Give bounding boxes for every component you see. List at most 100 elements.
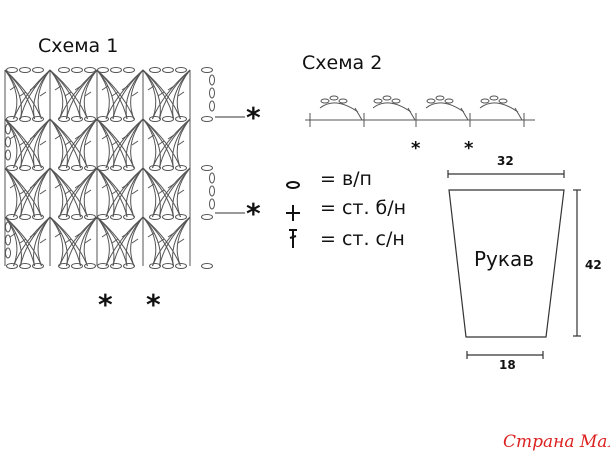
yarn-over-mark [84,140,92,146]
double-crochet [83,167,98,218]
yarn-over-mark [84,238,92,244]
double-crochet [66,216,98,267]
chain-stitch [149,67,161,73]
yarn-over-mark [131,140,139,146]
legend-single-crochet: = ст. б/н [320,197,407,219]
yarn-over-mark [177,91,185,97]
chain-stitch [338,98,348,104]
chain-stitch [175,263,187,269]
height-dimension [573,189,581,337]
yarn-over-mark [167,134,175,140]
chain-stitch [175,67,187,73]
chain-stitch [32,263,44,269]
chain-stitch [84,263,96,269]
yarn-over-mark [157,189,165,195]
chain-stitch [5,136,11,148]
chain-stitch [175,214,187,220]
yarn-over-mark [54,183,62,189]
legend-icons [286,181,300,248]
chain-stitch [32,214,44,220]
double-crochet [130,216,144,267]
chain-stitch [19,116,31,122]
yarn-over-mark [54,134,62,140]
yarn-over-mark [121,232,129,238]
double-crochet [354,107,363,121]
repeat-marker: * [146,288,161,321]
yarn-over-mark [19,140,27,146]
chain-stitch [489,95,499,101]
yarn-over-mark [167,85,175,91]
chain-stitch-icon [286,181,300,189]
double-crochet [112,69,144,120]
yarn-over-mark [111,238,119,244]
yarn-over-mark [19,189,27,195]
double-crochet [20,118,51,169]
chain-stitch [426,98,436,104]
chain-stitch [58,116,70,122]
top-width-label: 32 [497,154,514,168]
double-crochet [49,216,68,267]
yarn-over-mark [19,238,27,244]
yarn-over-mark [9,134,17,140]
yarn-over-mark [101,85,109,91]
chain-stitch [149,116,161,122]
double-crochet [49,69,68,120]
double-crochet [79,167,98,218]
yarn-over-mark [74,183,82,189]
chain-stitch [6,165,18,171]
yarn-over-mark [9,183,17,189]
double-crochet [159,167,191,218]
double-crochet-arch [479,102,519,113]
repeat-marker: * [411,138,421,159]
chain-stitch [58,67,70,73]
chain-stitch [123,263,135,269]
double-crochet [49,167,68,218]
yarn-over-mark [121,183,129,189]
bottom-dimension [466,351,544,359]
yarn-over-mark [54,232,62,238]
chain-stitch [149,214,161,220]
chain-stitch [19,263,31,269]
yarn-over-mark [157,91,165,97]
chain-stitch [71,263,83,269]
chain-stitch [58,214,70,220]
double-crochet [460,107,469,121]
chain-stitch [123,67,135,73]
chain-stitch [444,98,454,104]
double-crochet [112,167,144,218]
yarn-over-mark [121,134,129,140]
watermark: Страна Мам [503,432,610,452]
double-crochet [159,118,191,169]
yarn-over-mark [157,238,165,244]
chain-stitch [209,87,215,99]
chain-stitch [110,67,122,73]
repeat-marker: * [464,138,474,159]
chain-stitch [209,100,215,112]
double-crochet [172,118,191,169]
yarn-over-mark [131,189,139,195]
chain-stitch [201,116,213,122]
double-crochet [172,167,191,218]
yarn-over-mark [157,140,165,146]
yarn-over-mark [64,140,72,146]
double-crochet [514,107,523,121]
chain-stitch [84,165,96,171]
yarn-over-mark [111,91,119,97]
chain-stitch [19,165,31,171]
double-crochet [142,69,161,120]
double-crochet-arch [319,102,359,113]
chain-stitch [209,172,215,184]
chain-stitch [5,149,11,161]
chain-stitch [162,165,174,171]
chain-stitch [58,165,70,171]
double-crochet [79,216,98,267]
double-crochet [66,118,98,169]
double-crochet [407,107,416,121]
yarn-over-mark [111,140,119,146]
legend-chain: = в/п [320,168,372,190]
yarn-over-mark [64,91,72,97]
double-crochet [37,167,51,218]
double-crochet [112,118,144,169]
